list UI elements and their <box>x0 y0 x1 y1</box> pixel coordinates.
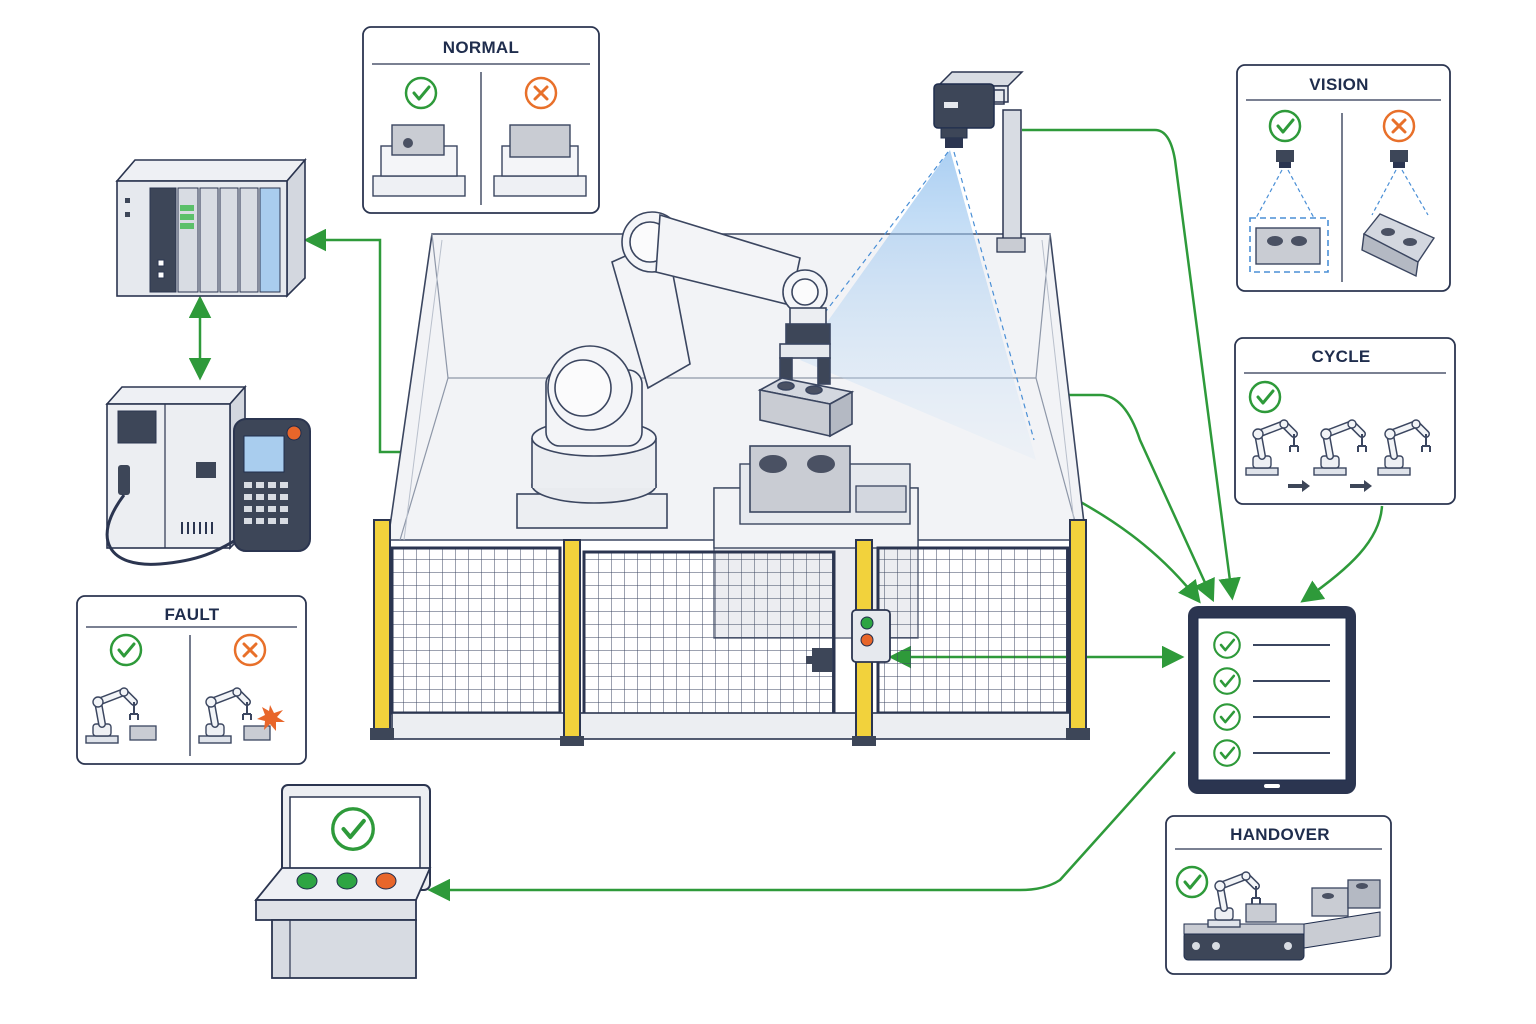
link-tablet-to-console <box>427 751 1176 902</box>
arrow-icon <box>1288 480 1310 492</box>
link-cycle-to-tablet <box>1300 505 1384 603</box>
safety-fence <box>370 519 1090 746</box>
gate-switch-icon <box>851 609 891 663</box>
fault-panel: FAULT <box>76 595 307 765</box>
gate-red-light <box>860 633 874 647</box>
check-icon <box>1212 702 1242 732</box>
camera-beam <box>800 150 1036 460</box>
vision-panel: VISION <box>1236 64 1451 292</box>
check-icon <box>1212 630 1242 660</box>
stop-button-icon <box>375 872 397 890</box>
cycle-panel-title: CYCLE <box>1311 347 1370 366</box>
check-icon <box>109 633 143 667</box>
arrow-icon <box>1350 480 1372 492</box>
gate-green-light <box>860 616 874 630</box>
check-icon <box>1212 666 1242 696</box>
cross-icon <box>524 76 558 110</box>
operator-console-icon <box>254 784 432 979</box>
check-icon <box>333 809 374 850</box>
check-icon <box>1268 109 1302 143</box>
check-icon <box>404 76 438 110</box>
fault-panel-title: FAULT <box>164 605 219 624</box>
robot-arm <box>516 211 855 529</box>
run-button-icon <box>336 872 358 890</box>
check-icon <box>1175 865 1209 899</box>
spark-icon <box>257 705 285 731</box>
teach-pendant-icon <box>233 418 311 552</box>
handover-panel-title: HANDOVER <box>1230 825 1330 844</box>
fixture-fault-icon <box>493 124 587 197</box>
cross-icon <box>233 633 267 667</box>
cross-icon <box>1382 109 1416 143</box>
start-button-icon <box>296 872 318 890</box>
normal-panel: NORMAL <box>362 26 600 214</box>
robot-controller-icon <box>105 384 247 566</box>
link-vision-to-tablet <box>1040 393 1215 603</box>
fixture-ok-icon <box>372 124 466 197</box>
handover-panel: HANDOVER <box>1165 815 1392 975</box>
camera-icon <box>933 71 1026 253</box>
normal-panel-title: NORMAL <box>443 38 519 57</box>
link-camera-to-tablet <box>1022 128 1241 601</box>
tablet-checklist <box>1188 606 1356 794</box>
conveyor-icon <box>1183 911 1381 961</box>
check-icon <box>1212 738 1242 768</box>
vision-panel-title: VISION <box>1309 75 1368 94</box>
plc-rack-icon <box>115 157 307 298</box>
check-icon <box>1248 380 1282 414</box>
cycle-panel: CYCLE <box>1234 337 1456 505</box>
